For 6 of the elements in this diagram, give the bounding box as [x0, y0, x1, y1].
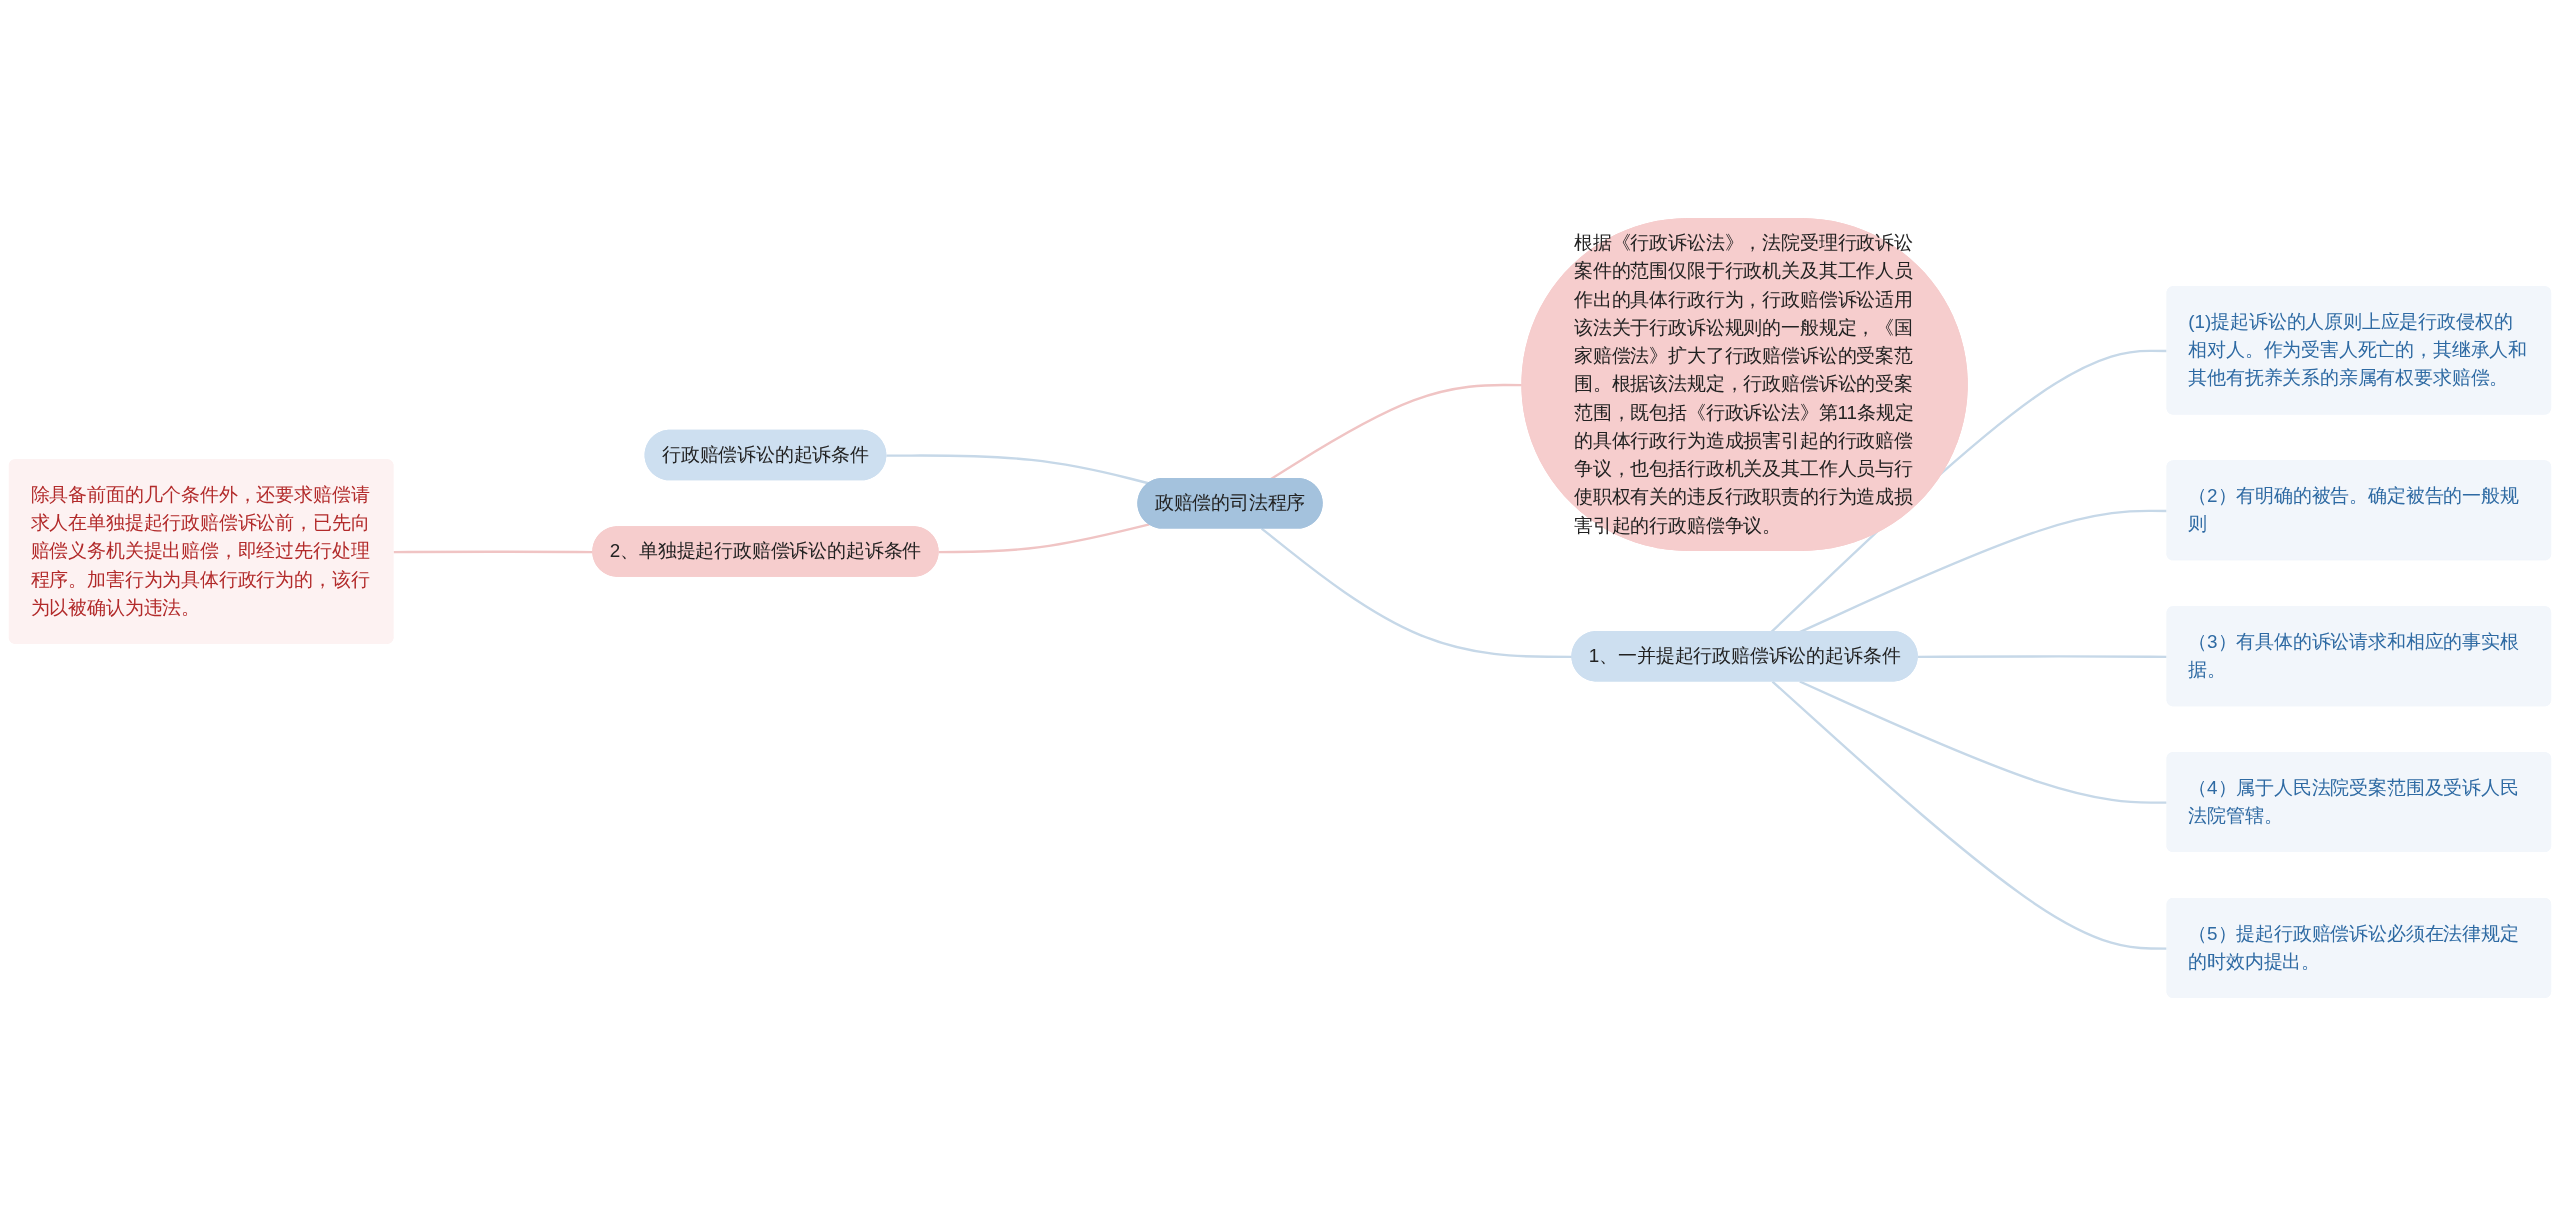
connector: [1799, 680, 2168, 804]
connector: [938, 523, 1150, 554]
connector: [1260, 527, 1573, 658]
connector: [1771, 680, 2168, 950]
connector: [1917, 655, 2168, 658]
connector: [886, 454, 1150, 485]
